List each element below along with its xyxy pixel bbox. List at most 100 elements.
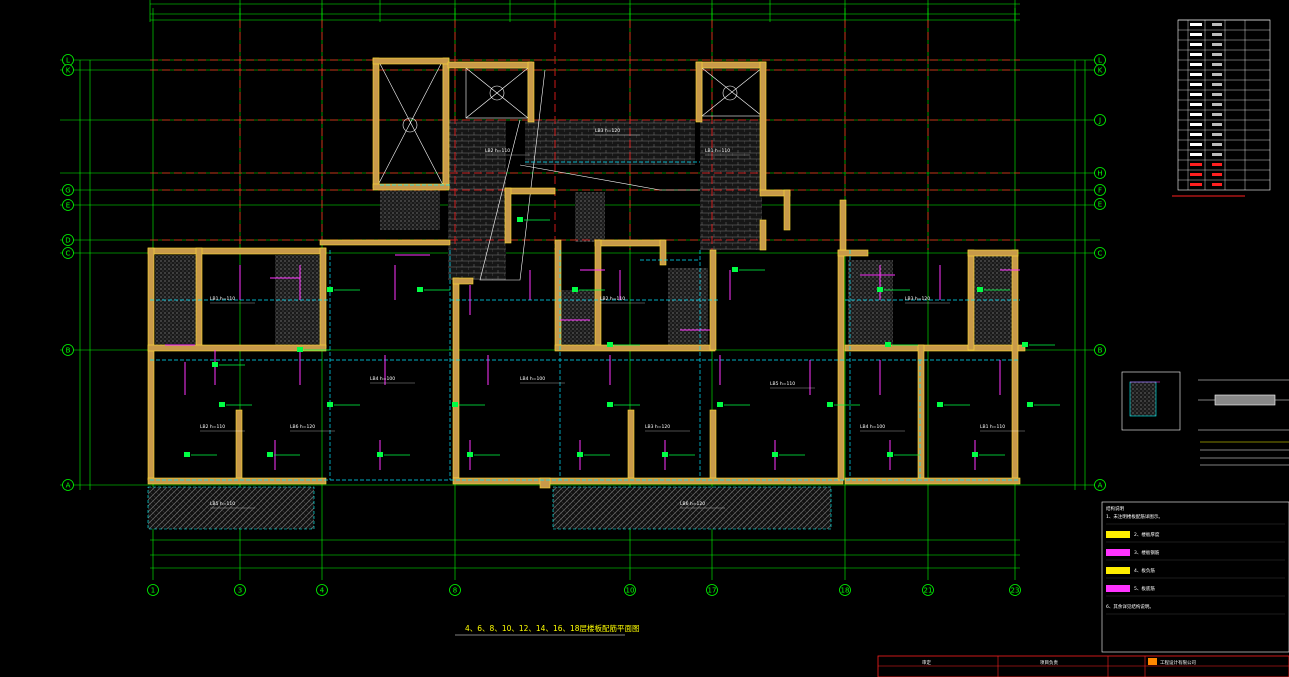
note-lines: 1、未注明楼板配筋详图示。2、楼板厚度3、楼板钢筋4、板负筋5、板底筋6、其余详… bbox=[1106, 513, 1285, 615]
axis-bubble: E bbox=[62, 199, 74, 211]
axis-bubble: 8 bbox=[449, 584, 461, 596]
svg-text:1: 1 bbox=[151, 587, 155, 595]
slab-label: LB5 h=110 bbox=[210, 501, 235, 507]
wall-segment bbox=[452, 477, 844, 485]
wall-segment bbox=[147, 344, 327, 352]
svg-text:K: K bbox=[1098, 67, 1103, 75]
slab-label: LB1 h=110 bbox=[210, 296, 235, 302]
svg-text:A: A bbox=[66, 482, 71, 490]
slab-label: LB2 h=110 bbox=[600, 296, 625, 302]
notes-header: 结构说明 bbox=[1106, 505, 1124, 512]
svg-text:A: A bbox=[1098, 482, 1103, 490]
slab-label: LB6 h=120 bbox=[290, 424, 315, 430]
note-line: 6、其余详见结构说明。 bbox=[1106, 603, 1154, 610]
slab-zone-wet-4 bbox=[668, 268, 708, 348]
wall-segment bbox=[319, 239, 451, 246]
svg-text:3: 3 bbox=[238, 587, 242, 595]
wall-segment bbox=[235, 409, 243, 481]
axis-bubble: E bbox=[1094, 198, 1106, 210]
svg-text:23: 23 bbox=[1011, 587, 1020, 595]
wall-segment bbox=[195, 247, 203, 349]
wall-segment bbox=[319, 247, 327, 349]
svg-text:17: 17 bbox=[708, 587, 717, 595]
wall-segment bbox=[1011, 249, 1019, 481]
slab-label: LB3 h=120 bbox=[905, 296, 930, 302]
wall-segment bbox=[759, 219, 767, 251]
svg-text:B: B bbox=[1098, 347, 1103, 355]
axis-bubble: B bbox=[1094, 344, 1106, 356]
note-line: 1、未注明楼板配筋详图示。 bbox=[1106, 513, 1163, 520]
wall-segment bbox=[759, 61, 767, 193]
slab-label: LB3 h=120 bbox=[645, 424, 670, 430]
wall-segment bbox=[539, 477, 551, 489]
slab-label: LB2 h=110 bbox=[485, 148, 510, 154]
wall-segment bbox=[504, 187, 512, 244]
wall-segment bbox=[783, 189, 791, 231]
axis-bubble: C bbox=[1094, 247, 1106, 259]
right-dimension-chain bbox=[1074, 60, 1086, 490]
title-block-designer: 审定 bbox=[922, 659, 931, 666]
wall-segment bbox=[452, 277, 460, 479]
wall-segment bbox=[594, 239, 602, 351]
wall-segment bbox=[447, 61, 533, 69]
red-dashed-lines bbox=[150, 20, 1020, 250]
svg-text:10: 10 bbox=[626, 587, 635, 595]
note-line: 3、楼板钢筋 bbox=[1134, 549, 1160, 556]
axis-bubble: 1 bbox=[147, 584, 159, 596]
slab-label: LB6 h=120 bbox=[680, 501, 705, 507]
axis-bubble: 10 bbox=[624, 584, 636, 596]
wall-segment bbox=[837, 249, 869, 257]
svg-text:E: E bbox=[1098, 201, 1102, 209]
svg-text:L: L bbox=[1098, 57, 1102, 65]
svg-text:8: 8 bbox=[453, 587, 457, 595]
axis-bubble: F bbox=[1094, 184, 1106, 196]
svg-text:K: K bbox=[66, 67, 71, 75]
axis-bubble: C bbox=[62, 247, 74, 259]
svg-text:H: H bbox=[1097, 170, 1102, 178]
slab-label: LB1 h=110 bbox=[980, 424, 1005, 430]
axis-bubble: H bbox=[1094, 167, 1106, 179]
wall-segment bbox=[695, 61, 767, 69]
wall-segment bbox=[695, 61, 703, 123]
wall-segment bbox=[917, 344, 925, 481]
slab-zone-wet-5 bbox=[848, 260, 893, 348]
wall-segment bbox=[837, 249, 845, 481]
slab-zone-shaft-1 bbox=[380, 190, 440, 230]
wall-segment bbox=[372, 183, 450, 191]
axis-bubble: 23 bbox=[1009, 584, 1021, 596]
wall-segment bbox=[372, 57, 380, 189]
axis-bubble: B bbox=[62, 344, 74, 356]
wall-segment bbox=[594, 239, 666, 247]
wall-segment bbox=[709, 409, 717, 481]
axis-bubble: G bbox=[62, 184, 74, 196]
axis-bubble: 3 bbox=[234, 584, 246, 596]
slab-label: LB4 h=100 bbox=[860, 424, 885, 430]
wall-segment bbox=[442, 57, 450, 189]
svg-text:L: L bbox=[66, 57, 70, 65]
svg-text:J: J bbox=[1098, 117, 1101, 125]
axis-bubble: K bbox=[1094, 64, 1106, 76]
wall-segment bbox=[839, 199, 847, 251]
svg-text:E: E bbox=[66, 202, 70, 210]
wall-segment bbox=[527, 61, 535, 123]
wall-segment bbox=[659, 239, 667, 266]
wall-segment bbox=[844, 477, 1021, 485]
axis-bubble: A bbox=[62, 479, 74, 491]
title-block-checker: 项目负责 bbox=[1040, 659, 1058, 666]
drawing-caption: 4、6、8、10、12、14、16、18层楼板配筋平面图 bbox=[465, 623, 640, 633]
slab-label: LB2 h=110 bbox=[200, 424, 225, 430]
wall-segment bbox=[967, 249, 1019, 257]
slab-label: LB5 h=110 bbox=[770, 381, 795, 387]
detail-sketch bbox=[1121, 371, 1289, 466]
slab-label: LB4 h=100 bbox=[370, 376, 395, 382]
slab-zone-stair-left bbox=[448, 120, 506, 280]
slab-label: LB4 h=100 bbox=[520, 376, 545, 382]
axis-bubbles-right: LK J HFE C B A bbox=[1094, 54, 1106, 491]
wall-segment bbox=[627, 409, 635, 481]
wall-segment bbox=[147, 247, 327, 255]
svg-text:B: B bbox=[66, 347, 71, 355]
